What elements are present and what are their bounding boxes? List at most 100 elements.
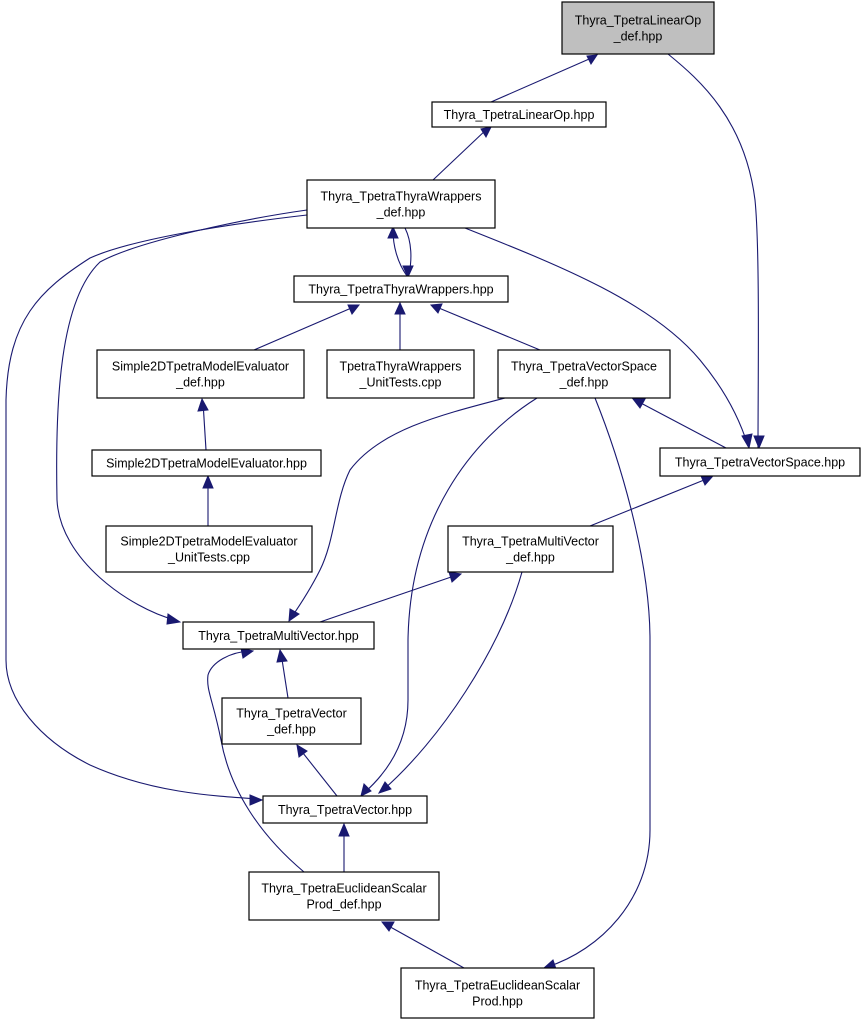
node-label: Thyra_TpetraEuclideanScalar — [415, 979, 580, 993]
node-label: Prod_def.hpp — [306, 898, 381, 912]
arrowhead-icon — [360, 783, 372, 797]
node-label: TpetraThyraWrappers — [339, 360, 461, 374]
node-label: Thyra_TpetraLinearOp — [575, 14, 702, 28]
edge-vec-to-vec-def — [296, 744, 338, 797]
node-vspace[interactable]: Thyra_TpetraVectorSpace.hpp — [659, 447, 861, 477]
edge-line — [382, 571, 523, 791]
edge-line — [490, 55, 597, 103]
node-vspace-def[interactable]: Thyra_TpetraVectorSpace _def.hpp — [497, 349, 671, 399]
edge-esp-to-esp-def — [380, 921, 465, 969]
node-box — [561, 1, 715, 55]
arrowhead-icon — [448, 571, 463, 583]
arrowhead-icon — [380, 921, 395, 932]
node-label: _def.hpp — [376, 206, 426, 220]
edge-line — [433, 305, 541, 351]
arrowhead-icon — [377, 781, 392, 794]
node-box — [293, 275, 509, 303]
node-label: Thyra_TpetraEuclideanScalar — [261, 882, 426, 896]
node-wrappers-tests[interactable]: TpetraThyraWrappers _UnitTests.cpp — [326, 349, 475, 399]
edge-vspace-def-to-vec — [360, 397, 538, 797]
node-linearop[interactable]: Thyra_TpetraLinearOp.hpp — [431, 101, 607, 128]
edge-line — [290, 397, 506, 619]
edge-line — [298, 747, 338, 797]
node-vec-def[interactable]: Thyra_TpetraVector _def.hpp — [221, 697, 362, 745]
arrowhead-icon — [202, 474, 214, 489]
edge-line — [636, 400, 727, 449]
arrowhead-icon — [166, 613, 182, 625]
edge-vspace-to-vspace-def — [631, 398, 727, 449]
edge-wrappers-to-wrappers-def — [387, 225, 408, 277]
node-box — [497, 349, 671, 399]
node-box — [96, 349, 305, 399]
node-label: Thyra_TpetraVector — [236, 707, 346, 721]
node-wrappers-def[interactable]: Thyra_TpetraThyraWrappers _def.hpp — [306, 179, 496, 229]
node-box — [447, 525, 614, 573]
edge-esp-def-to-vec — [338, 822, 350, 872]
edge-line — [207, 650, 305, 873]
node-label: Prod.hpp — [472, 995, 523, 1009]
edge-line — [253, 305, 357, 351]
nodes-layer: Thyra_TpetraLinearOp_def.hppThyra_Tpetra… — [91, 1, 861, 1019]
node-box — [326, 349, 475, 399]
node-label: Thyra_TpetraThyraWrappers — [321, 190, 482, 204]
node-label: Thyra_TpetraMultiVector — [462, 535, 599, 549]
node-label: Thyra_TpetraLinearOp.hpp — [444, 108, 595, 122]
node-box — [182, 621, 375, 650]
arrowhead-icon — [700, 475, 714, 486]
node-sim2d-def[interactable]: Simple2DTpetraModelEvaluator_def.hpp — [96, 349, 305, 399]
node-box — [221, 697, 362, 745]
node-wrappers[interactable]: Thyra_TpetraThyraWrappers.hpp — [293, 275, 509, 303]
edge-vspace-def-to-mv — [288, 397, 506, 623]
edge-sim2d-to-sim2d-def — [197, 397, 209, 451]
edge-line — [384, 923, 465, 969]
node-label: Thyra_TpetraVectorSpace — [511, 360, 657, 374]
node-label: _def.hpp — [175, 376, 225, 390]
node-label: _UnitTests.cpp — [167, 551, 250, 565]
node-sim2d[interactable]: Simple2DTpetraModelEvaluator.hpp — [91, 449, 322, 477]
edges-layer — [5, 53, 765, 970]
node-label: Simple2DTpetraModelEvaluator — [120, 535, 297, 549]
arrowhead-icon — [249, 794, 264, 806]
edge-mv-def-to-vspace — [589, 475, 714, 527]
edge-vec-def-to-mv — [276, 648, 289, 699]
node-mv[interactable]: Thyra_TpetraMultiVector.hpp — [182, 621, 375, 650]
node-label: Thyra_TpetraMultiVector.hpp — [198, 629, 359, 643]
node-label: Thyra_TpetraVector.hpp — [278, 803, 412, 817]
edge-mv-to-mv-def — [319, 571, 463, 623]
edge-sim2d-def-to-wrappers — [253, 304, 361, 351]
edge-line — [5, 214, 308, 800]
node-label: _def.hpp — [613, 30, 663, 44]
arrowhead-icon — [288, 608, 300, 623]
edge-line — [546, 397, 651, 968]
node-label: Thyra_TpetraVectorSpace.hpp — [675, 456, 845, 470]
edge-wrappers-def-to-vec — [5, 214, 308, 806]
node-label: _UnitTests.cpp — [359, 376, 442, 390]
edge-linearop-to-linearop-def — [490, 54, 599, 103]
node-linearop-def: Thyra_TpetraLinearOp _def.hpp — [561, 1, 715, 55]
edge-line — [432, 127, 489, 181]
edge-esp-def-to-mv — [207, 647, 305, 873]
node-box — [431, 101, 607, 128]
node-box — [248, 871, 440, 921]
node-label: _def.hpp — [559, 376, 609, 390]
node-box — [105, 525, 313, 573]
arrowhead-icon — [429, 303, 443, 314]
arrowhead-icon — [338, 822, 350, 837]
node-label: _def.hpp — [266, 723, 316, 737]
edge-wrappers-tests-to-wrappers — [394, 301, 406, 350]
node-box — [91, 449, 322, 477]
arrowhead-icon — [586, 54, 599, 65]
edge-sim2d-tests-to-sim2d — [202, 474, 214, 526]
edge-wrappers-def-to-linearop — [432, 126, 492, 181]
node-label: Simple2DTpetraModelEvaluator.hpp — [106, 457, 307, 471]
edge-wrappers-def-to-wrappers — [402, 227, 414, 279]
edge-vspace-def-to-wrappers — [429, 303, 541, 351]
node-vec[interactable]: Thyra_TpetraVector.hpp — [262, 795, 428, 824]
edge-vspace-to-linearop-def — [667, 53, 765, 450]
node-mv-def[interactable]: Thyra_TpetraMultiVector_def.hpp — [447, 525, 614, 573]
arrowhead-icon — [631, 398, 646, 409]
node-sim2d-tests[interactable]: Simple2DTpetraModelEvaluator _UnitTests.c… — [105, 525, 313, 573]
